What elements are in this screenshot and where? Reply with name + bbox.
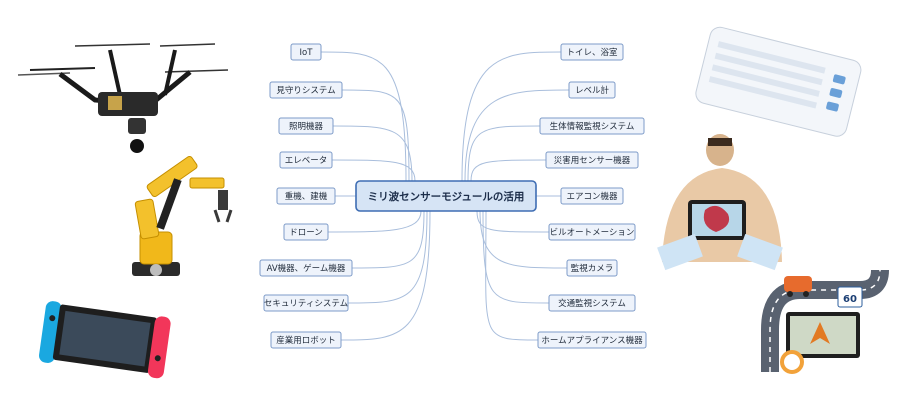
right-node[interactable]: ホームアプライアンス機器 [537,331,647,349]
connector-line [327,210,422,233]
node-label: セキュリティシステム [264,299,348,309]
node-label: AV機器、ゲーム機器 [267,263,346,274]
node-box [278,117,334,135]
connector-line [331,159,416,182]
right-node[interactable]: トイレ、浴室 [560,43,624,61]
connector-line [470,159,547,182]
node-box [560,43,624,61]
node-label: ホームアプライアンス機器 [541,335,643,346]
node-box [539,117,645,135]
node-label: レベル計 [575,85,610,96]
left-node[interactable]: エレベータ [279,151,333,169]
air-conditioner-illustration [695,26,862,137]
connector-line [351,210,425,269]
right-node[interactable]: 監視カメラ [566,259,618,277]
left-node[interactable]: 見守りシステム [269,81,343,99]
heart-monitor-illustration [657,134,783,271]
connector-line [485,210,539,341]
center-node-box [355,180,537,212]
node-label: 生体情報監視システム [550,121,635,132]
connector-line [464,89,570,182]
connector-line [332,125,413,182]
connector-line [479,210,568,269]
speed-sign-text: 60 [843,294,857,305]
left-node[interactable]: 照明機器 [278,117,334,135]
node-box [279,151,333,169]
node-box [545,151,639,169]
node-box [269,81,343,99]
speed-sign-icon [837,286,863,308]
connector-line [320,51,407,182]
game-console-illustration [39,301,171,379]
node-label: ビルオートメーション [550,228,635,238]
right-node[interactable]: 災害用センサー機器 [545,151,639,169]
node-box [537,331,647,349]
node-label: 見守りシステム [276,85,335,96]
node-box [548,223,636,241]
center-node-label: ミリ波センサーモジュールの活用 [368,190,525,203]
drone-illustration [17,43,229,153]
left-node[interactable]: AV機器、ゲーム機器 [259,259,353,277]
node-label: エアコン機器 [566,191,618,202]
left-node[interactable]: ドローン [283,223,329,241]
car-navigation-illustration: 60 [761,269,889,374]
right-node[interactable]: エアコン機器 [560,187,624,205]
node-box [283,223,329,241]
node-box [566,259,618,277]
node-box [548,294,636,312]
node-label: IoT [300,48,314,58]
left-node[interactable]: 産業用ロボット [270,331,342,349]
connector-line [476,210,550,233]
connector-line [347,210,428,304]
right-node[interactable]: 交通監視システム [548,294,636,312]
node-label: 重機、建機 [285,191,328,202]
connector-line [461,51,562,182]
right-node[interactable]: レベル計 [568,81,616,99]
connector-line [341,89,410,182]
node-box [259,259,353,277]
node-box [270,331,342,349]
right-node[interactable]: 生体情報監視システム [539,117,645,135]
node-label: 交通監視システム [558,298,626,309]
node-label: ドローン [289,228,323,238]
node-box [560,187,624,205]
node-label: 照明機器 [289,121,324,132]
right-node[interactable]: ビルオートメーション [548,223,636,241]
node-label: 産業用ロボット [276,335,336,346]
node-box [290,43,322,61]
left-node[interactable]: セキュリティシステム [263,294,349,312]
node-box [276,187,336,205]
node-label: エレベータ [285,156,328,166]
node-box [263,294,349,312]
left-node[interactable]: 重機、建機 [276,187,336,205]
connector-line [340,210,431,341]
node-box [568,81,616,99]
robot-arm-illustration [132,155,233,276]
node-label: トイレ、浴室 [566,47,618,58]
connector-line [467,125,541,182]
left-node[interactable]: IoT [290,43,322,61]
node-label: 災害用センサー機器 [554,155,631,166]
connector-line [482,210,550,304]
node-label: 監視カメラ [571,263,614,274]
center-node[interactable]: ミリ波センサーモジュールの活用 [355,180,537,212]
